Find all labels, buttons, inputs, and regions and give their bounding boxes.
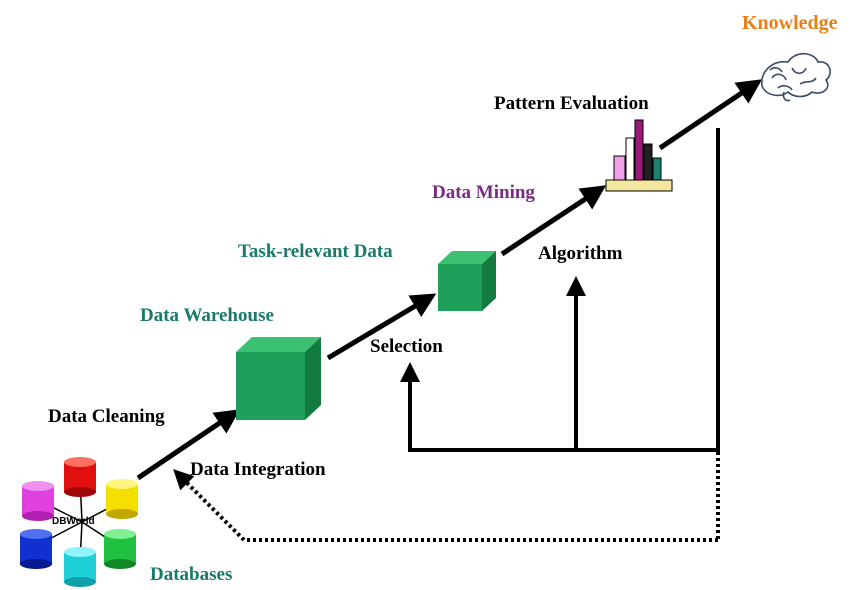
- label-task-relevant-data: Task-relevant Data: [238, 241, 393, 262]
- label-data-warehouse: Data Warehouse: [140, 305, 274, 326]
- database-icon-magenta: [22, 481, 54, 521]
- task-data-cube-icon: [438, 251, 496, 311]
- label-databases: Databases: [150, 564, 233, 585]
- arrow-task-data-to-pattern: [500, 185, 607, 257]
- databases-cluster-icon: [20, 457, 138, 587]
- database-icon-red: [64, 457, 96, 497]
- bar-chart-icon: [605, 119, 673, 192]
- label-knowledge: Knowledge: [742, 12, 838, 34]
- label-selection: Selection: [370, 336, 443, 357]
- arrow-databases-to-warehouse: [136, 409, 241, 481]
- label-data-integration: Data Integration: [190, 459, 326, 480]
- database-icon-green: [104, 529, 136, 569]
- database-icon-blue: [20, 529, 52, 569]
- label-data-cleaning: Data Cleaning: [48, 406, 165, 427]
- feedback-dotted-diagonal: [173, 469, 246, 542]
- label-dbworld: DBWorld: [52, 516, 95, 527]
- arrow-pattern-to-knowledge: [658, 79, 763, 151]
- label-pattern-evaluation: Pattern Evaluation: [494, 93, 649, 114]
- label-data-mining: Data Mining: [432, 182, 535, 203]
- database-icon-cyan: [64, 547, 96, 587]
- database-icon-yellow: [106, 479, 138, 519]
- warehouse-cube-icon: [236, 337, 321, 420]
- arrow-warehouse-to-task-data: [326, 293, 437, 361]
- brain-icon: [761, 52, 831, 102]
- label-algorithm: Algorithm: [538, 243, 623, 264]
